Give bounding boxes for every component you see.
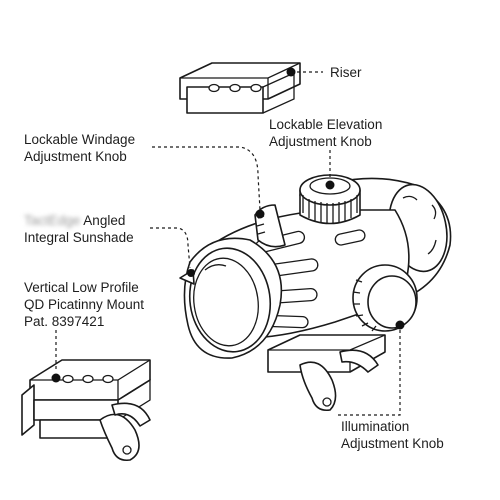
label-sunshade: TactEdge Angled Integral Sunshade <box>24 212 134 246</box>
sunshade-marker-dot <box>187 269 195 277</box>
elevation-label-line-1: Lockable Elevation <box>269 117 383 132</box>
sunshade-leader <box>150 227 191 269</box>
elevation-label-line-2: Adjustment Knob <box>269 134 372 149</box>
illumination-leader <box>338 330 401 416</box>
riser-part <box>179 62 301 114</box>
windage-label-line-1: Lockable Windage <box>24 132 136 147</box>
mount-label-line-1: Vertical Low Profile <box>24 280 139 295</box>
mount-label-line-2: QD Picatinny Mount <box>24 297 145 312</box>
mount-marker-dot <box>51 373 61 383</box>
label-windage-knob: Lockable Windage Adjustment Knob <box>24 131 135 165</box>
label-picatinny-mount: Vertical Low Profile QD Picatinny Mount … <box>24 279 144 330</box>
sunshade-brand-text: TactEdge <box>24 213 81 228</box>
leader-lines <box>55 71 401 416</box>
illumination-label-line-2: Adjustment Knob <box>341 436 444 451</box>
label-illumination-knob: Illumination Adjustment Knob <box>341 418 444 452</box>
sunshade-label-line-2: Integral Sunshade <box>24 230 134 245</box>
label-riser: Riser <box>330 64 362 81</box>
mount-label-line-3: Pat. 8397421 <box>24 314 105 329</box>
picatinny-mount-part <box>21 359 151 462</box>
windage-label-line-2: Adjustment Knob <box>24 149 127 164</box>
label-elevation-knob: Lockable Elevation Adjustment Knob <box>269 116 382 150</box>
windage-leader <box>152 146 261 211</box>
scope-body <box>179 174 452 412</box>
sunshade-label-line-1: Angled <box>80 213 126 228</box>
illumination-marker-dot <box>395 320 405 330</box>
windage-marker-dot <box>255 209 265 219</box>
riser-label-text: Riser <box>330 65 362 80</box>
elevation-marker-dot <box>325 180 335 190</box>
riser-marker-dot <box>286 67 296 77</box>
illumination-label-line-1: Illumination <box>341 419 410 434</box>
